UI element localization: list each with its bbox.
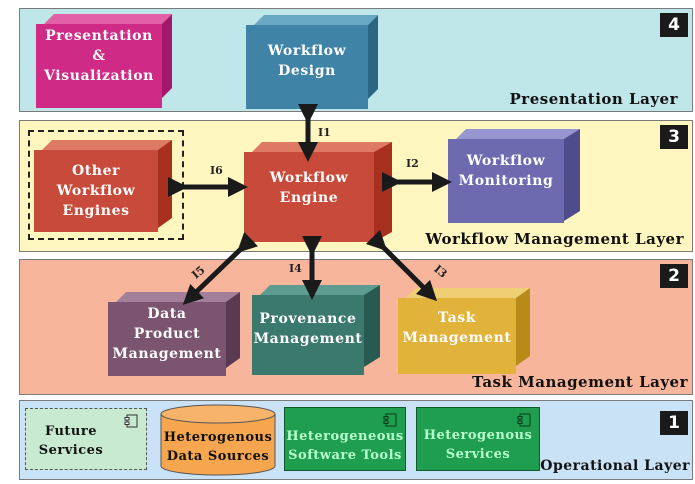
- workflow-management-layer-title: Workflow Management Layer: [425, 230, 684, 248]
- task-management-box-label: Task Management: [402, 310, 512, 346]
- layer-number-4: 4: [660, 13, 688, 37]
- other-workflow-engines-label: Other Workflow Engines: [56, 163, 136, 219]
- workflow-monitoring-label: Workflow Monitoring: [458, 153, 554, 189]
- workflow-engine-label: Workflow Engine: [269, 170, 349, 206]
- provenance-management-label: Provenance Management: [253, 311, 363, 347]
- presentation-layer-title: Presentation Layer: [509, 90, 678, 108]
- data-product-management-label: Data Product Management: [112, 306, 222, 362]
- heterogenous-services-component: Heterogenous Services: [416, 407, 540, 471]
- component-icon: [383, 413, 397, 427]
- layer-number-3: 3: [660, 125, 688, 149]
- interface-label-i2: I2: [406, 157, 419, 170]
- interface-label-i4: I4: [289, 262, 302, 275]
- interface-label-i1: I1: [318, 126, 331, 139]
- task-management-layer-title: Task Management Layer: [472, 373, 688, 391]
- presentation-visualization-label: Presentation & Visualization: [44, 28, 154, 84]
- heterogeneous-software-tools-label: Heterogeneous Software Tools: [286, 429, 404, 463]
- future-services-label: Future Services: [38, 424, 104, 458]
- heterogenous-data-sources-label: Heterogenous Data Sources: [163, 430, 273, 464]
- component-icon: [124, 414, 138, 428]
- component-icon: [517, 413, 531, 427]
- heterogenous-services-label: Heterogenous Services: [423, 428, 533, 462]
- future-services-component: Future Services: [25, 408, 147, 470]
- workflow-design-label: Workflow Design: [267, 43, 347, 79]
- layer-number-2: 2: [660, 264, 688, 288]
- interface-label-i6: I6: [210, 164, 223, 177]
- heterogenous-data-sources-cylinder: Heterogenous Data Sources: [160, 404, 276, 476]
- arrow-i3: [365, 229, 438, 302]
- operational-layer-title: Operational Layer: [540, 458, 690, 474]
- layer-number-1: 1: [660, 411, 688, 435]
- heterogeneous-software-tools-component: Heterogeneous Software Tools: [284, 407, 406, 471]
- arrow-i5: [182, 231, 259, 305]
